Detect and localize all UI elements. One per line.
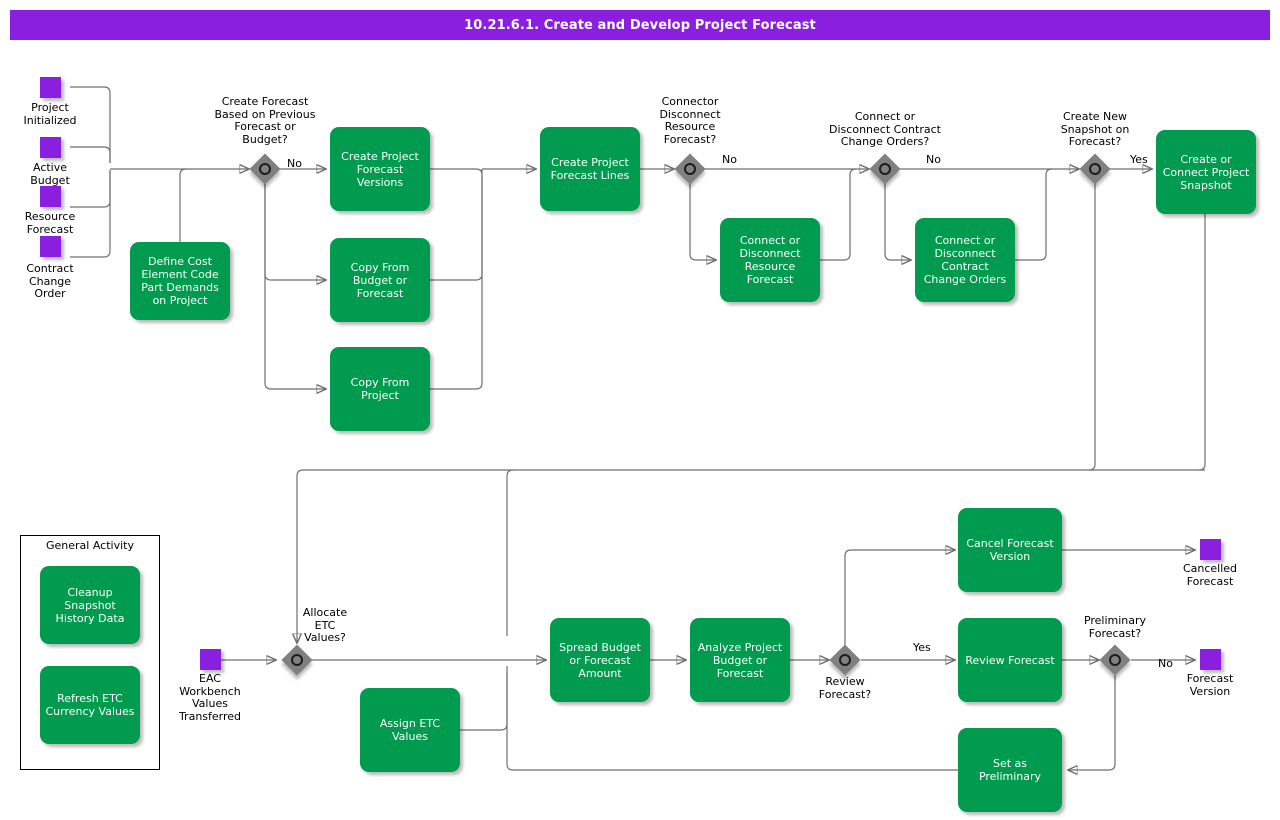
- activity-create-project-forecast-versions[interactable]: Create Project Forecast Versions: [330, 127, 430, 211]
- activity-set-as-preliminary[interactable]: Set as Preliminary: [958, 728, 1062, 812]
- end-event-cancelled-forecast[interactable]: [1200, 539, 1221, 560]
- gateway-allocate-etc-values[interactable]: [281, 644, 313, 676]
- start-event-active-budget[interactable]: [40, 137, 61, 158]
- end-event-forecast-version[interactable]: [1200, 649, 1221, 670]
- activity-copy-from-budget-or-forecast[interactable]: Copy From Budget or Forecast: [330, 238, 430, 322]
- activity-create-project-forecast-lines[interactable]: Create Project Forecast Lines: [540, 127, 640, 211]
- activity-spread-budget-or-forecast-amount[interactable]: Spread Budget or Forecast Amount: [550, 618, 650, 702]
- gateway-preliminary-forecast-label: Preliminary Forecast?: [1083, 614, 1147, 640]
- activity-cancel-forecast-version[interactable]: Cancel Forecast Version: [958, 508, 1062, 592]
- gateway-ring-icon: [259, 163, 271, 175]
- gateway-preliminary-forecast[interactable]: [1099, 644, 1131, 676]
- gateway-ring-icon: [684, 163, 696, 175]
- start-event-eac-workbench[interactable]: [200, 649, 221, 670]
- activity-connect-disconnect-contract-change-orders[interactable]: Connect or Disconnect Contract Change Or…: [915, 218, 1015, 302]
- gateway-create-new-snapshot-label: Create New Snapshot on Forecast?: [1060, 110, 1130, 148]
- gateway-create-forecast-based-on-label: Create Forecast Based on Previous Foreca…: [214, 95, 316, 146]
- activity-create-connect-project-snapshot[interactable]: Create or Connect Project Snapshot: [1156, 130, 1256, 214]
- activity-analyze-project-budget-or-forecast[interactable]: Analyze Project Budget or Forecast: [690, 618, 790, 702]
- gateway-connector-disconnect-resource-forecast[interactable]: [674, 153, 706, 185]
- gateway-ring-icon: [879, 163, 891, 175]
- activity-connect-disconnect-resource-forecast[interactable]: Connect or Disconnect Resource Forecast: [720, 218, 820, 302]
- edge-label-yes-snapshot: Yes: [1130, 153, 1148, 166]
- gateway-connect-disconnect-contract-change-orders-label: Connect or Disconnect Contract Change Or…: [829, 110, 941, 148]
- gateway-ring-icon: [1089, 163, 1101, 175]
- gateway-create-forecast-based-on[interactable]: [249, 153, 281, 185]
- end-event-forecast-version-label: Forecast Version: [1186, 672, 1234, 698]
- edge-label-yes-review: Yes: [913, 641, 931, 654]
- activity-review-forecast[interactable]: Review Forecast: [958, 618, 1062, 702]
- gateway-create-new-snapshot[interactable]: [1079, 153, 1111, 185]
- legend-activity-refresh-etc-currency-values[interactable]: Refresh ETC Currency Values: [40, 666, 140, 744]
- page-title: 10.21.6.1. Create and Develop Project Fo…: [10, 10, 1270, 40]
- edge-label-no-connector-resource: No: [722, 153, 737, 166]
- edge-label-no-create-forecast: No: [287, 157, 302, 170]
- edge-label-no-contract-change: No: [926, 153, 941, 166]
- start-event-active-budget-label: Active Budget: [30, 161, 70, 187]
- activity-define-cost-element[interactable]: Define Cost Element Code Part Demands on…: [130, 242, 230, 320]
- edge-label-no-preliminary: No: [1158, 657, 1173, 670]
- start-event-contract-change-order[interactable]: [40, 236, 61, 257]
- legend-activity-cleanup-snapshot-history-data[interactable]: Cleanup Snapshot History Data: [40, 566, 140, 644]
- start-event-resource-forecast-label: Resource Forecast: [24, 210, 76, 236]
- start-event-resource-forecast[interactable]: [40, 186, 61, 207]
- gateway-connector-disconnect-resource-forecast-label: Connector Disconnect Resource Forecast?: [659, 95, 721, 146]
- gateway-connect-disconnect-contract-change-orders[interactable]: [869, 153, 901, 185]
- start-event-project-initialized-label: Project Initialized: [23, 101, 77, 127]
- gateway-review-forecast-label: Review Forecast?: [818, 675, 872, 701]
- start-event-project-initialized[interactable]: [40, 77, 61, 98]
- activity-copy-from-project[interactable]: Copy From Project: [330, 347, 430, 431]
- end-event-cancelled-forecast-label: Cancelled Forecast: [1182, 562, 1238, 588]
- gateway-ring-icon: [839, 654, 851, 666]
- activity-assign-etc-values[interactable]: Assign ETC Values: [360, 688, 460, 772]
- legend-title: General Activity: [46, 539, 134, 552]
- gateway-allocate-etc-values-label: Allocate ETC Values?: [302, 606, 348, 644]
- gateway-ring-icon: [291, 654, 303, 666]
- gateway-ring-icon: [1109, 654, 1121, 666]
- start-event-eac-workbench-label: EAC Workbench Values Transferred: [178, 672, 242, 723]
- start-event-contract-change-order-label: Contract Change Order: [26, 262, 74, 300]
- gateway-review-forecast[interactable]: [829, 644, 861, 676]
